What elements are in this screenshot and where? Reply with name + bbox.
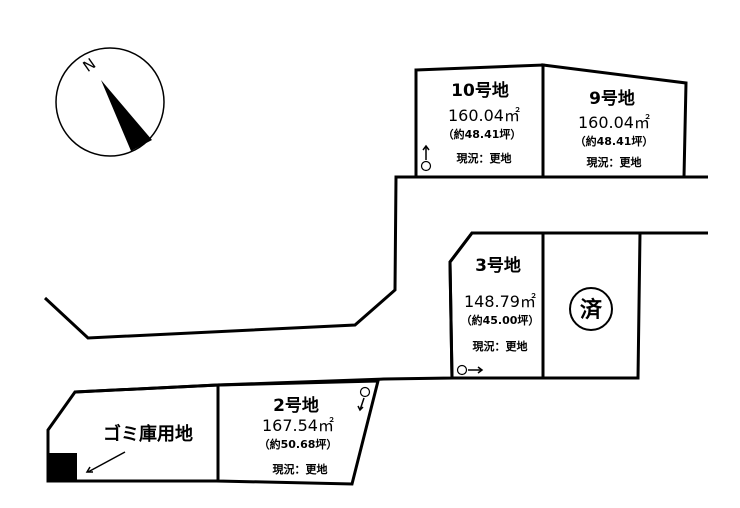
lot-2-entrance-marker xyxy=(359,386,371,398)
lot-10-entrance-marker xyxy=(420,160,432,172)
sold-badge-text: 済 xyxy=(580,297,603,323)
road-outline xyxy=(43,175,708,394)
garbage-area-arrow xyxy=(87,451,126,473)
lot-3-boundary xyxy=(448,231,545,380)
lot-9-tsubo: （約48.41坪） xyxy=(575,134,654,148)
lot-3: 3号地 148.79㎡ （約45.00坪） 現況：更地 xyxy=(448,231,545,380)
lot-2-name: 2号地 xyxy=(273,395,319,416)
garbage-area: ゴミ庫用地 xyxy=(46,383,220,483)
lot-10-entrance-arrowhead xyxy=(422,144,430,151)
lot-9-name: 9号地 xyxy=(589,88,635,109)
lot-3-entrance-marker xyxy=(456,364,468,376)
lot-3-entrance-arrowhead xyxy=(477,366,484,374)
lot-9-area: 160.04㎡ xyxy=(578,113,650,132)
lot-2-entrance-arrow xyxy=(359,397,365,411)
lot-10: 10号地 160.04㎡ （約48.41坪） 現況：更地 xyxy=(414,63,545,179)
lot-9-status: 現況：更地 xyxy=(587,155,642,169)
lot-3-name: 3号地 xyxy=(475,255,521,276)
lot-10-tsubo: （約48.41坪） xyxy=(443,127,522,141)
compass-circle xyxy=(55,47,165,157)
lot-3-status: 現況：更地 xyxy=(473,339,528,353)
lot-3-tsubo: （約45.00坪） xyxy=(461,313,540,327)
lot-10-status: 現況：更地 xyxy=(457,151,512,165)
compass: N xyxy=(55,47,165,157)
lot-2-tsubo: （約50.68坪） xyxy=(259,437,338,451)
sold-lot-boundary xyxy=(541,231,642,380)
lot-10-name: 10号地 xyxy=(451,80,509,101)
lot-9-boundary xyxy=(541,63,688,179)
garbage-area-arrowhead xyxy=(85,466,93,473)
lot-2: 2号地 167.54㎡ （約50.68坪） 現況：更地 xyxy=(216,379,380,486)
garbage-area-label: ゴミ庫用地 xyxy=(103,423,193,445)
garbage-bin-marker xyxy=(48,453,77,481)
garbage-area-boundary xyxy=(46,383,220,483)
compass-north-label: N xyxy=(80,55,100,76)
sold-badge xyxy=(569,287,613,331)
compass-needle-icon xyxy=(101,80,152,151)
lot-2-status: 現況：更地 xyxy=(273,462,328,476)
lot-9: 9号地 160.04㎡ （約48.41坪） 現況：更地 xyxy=(541,63,688,179)
lot-2-area: 167.54㎡ xyxy=(262,416,334,435)
lot-2-entrance-arrowhead xyxy=(357,405,364,412)
lot-3-area: 148.79㎡ xyxy=(464,292,536,311)
sold-lot: 済 xyxy=(541,231,642,380)
lot-10-area: 160.04㎡ xyxy=(448,106,520,125)
road-boundary-right xyxy=(74,231,708,394)
